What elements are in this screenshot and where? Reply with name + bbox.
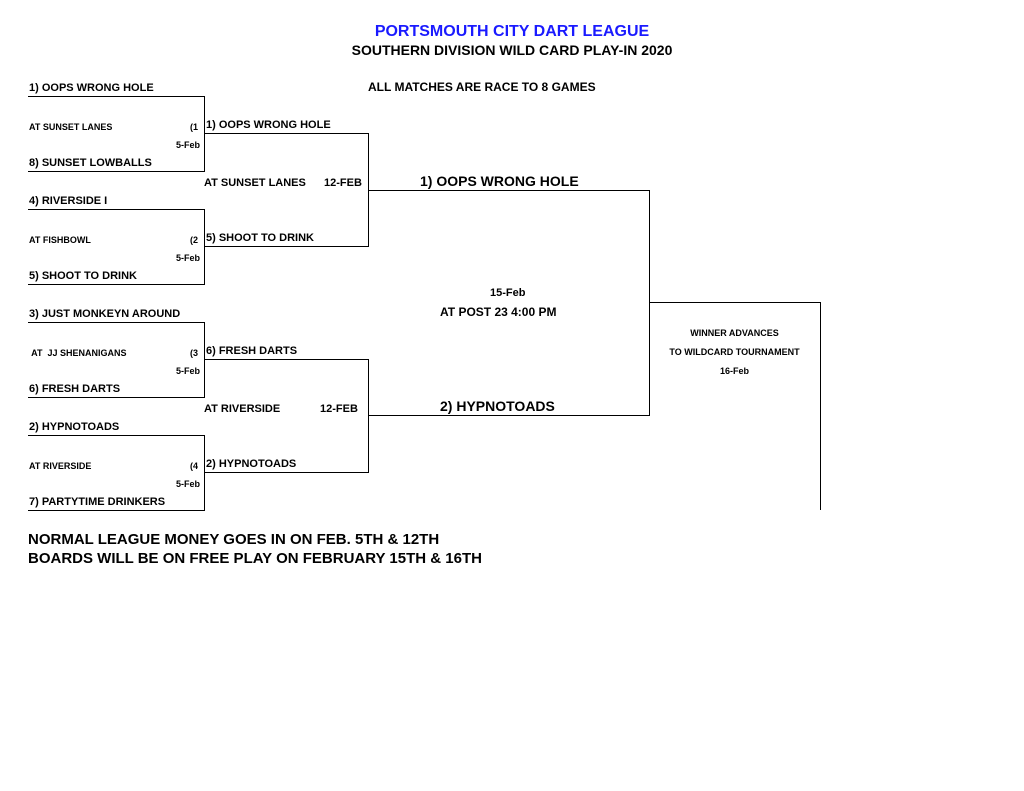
match-venue: AT SUNSET LANES — [29, 122, 113, 132]
match-venue: AT FISHBOWL — [29, 235, 91, 245]
bracket-subtitle: SOUTHERN DIVISION WILD CARD PLAY-IN 2020 — [351, 42, 673, 58]
team-slot: 7) PARTYTIME DRINKERS — [29, 496, 166, 508]
team-slot: 5) SHOOT TO DRINK — [29, 270, 137, 282]
match-date: 5-Feb — [176, 479, 201, 489]
game-number: (3 — [190, 348, 199, 358]
team-slot: 2) HYPNOTOADS — [29, 421, 120, 433]
match-rule: ALL MATCHES ARE RACE TO 8 GAMES — [368, 80, 596, 94]
match-date: 5-Feb — [176, 366, 201, 376]
team-slot: 8) SUNSET LOWBALLS — [29, 157, 152, 169]
match-date: 12-FEB — [324, 177, 362, 189]
team-slot: 2) HYPNOTOADS — [206, 458, 297, 470]
team-slot: 1) OOPS WRONG HOLE — [420, 173, 579, 189]
winner-line-1: WINNER ADVANCES — [690, 328, 779, 338]
team-slot: 2) HYPNOTOADS — [440, 398, 555, 414]
team-slot: 4) RIVERSIDE I — [29, 195, 108, 207]
game-number: (2 — [190, 235, 199, 245]
match-date: 12-FEB — [320, 403, 358, 415]
game-number: (4 — [190, 461, 199, 471]
team-slot: 6) FRESH DARTS — [29, 383, 121, 395]
winner-date: 16-Feb — [719, 366, 749, 376]
match-venue: AT JJ SHENANIGANS — [29, 348, 127, 358]
match-venue: AT SUNSET LANES — [204, 177, 306, 189]
match-date: 15-Feb — [490, 287, 526, 299]
match-venue: AT RIVERSIDE — [204, 403, 281, 415]
team-slot: 5) SHOOT TO DRINK — [206, 232, 314, 244]
team-slot: 1) OOPS WRONG HOLE — [29, 82, 154, 94]
game-number: (1 — [190, 122, 199, 132]
footer-note-1: NORMAL LEAGUE MONEY GOES IN ON FEB. 5TH … — [28, 531, 440, 548]
match-venue: AT RIVERSIDE — [29, 461, 92, 471]
match-date: 5-Feb — [176, 253, 201, 263]
match-date: 5-Feb — [176, 140, 201, 150]
match-venue: AT POST 23 4:00 PM — [440, 305, 557, 319]
winner-line-2: TO WILDCARD TOURNAMENT — [669, 347, 800, 357]
league-title: PORTSMOUTH CITY DART LEAGUE — [374, 23, 650, 40]
footer-note-2: BOARDS WILL BE ON FREE PLAY ON FEBRUARY … — [28, 550, 482, 567]
team-slot: 1) OOPS WRONG HOLE — [206, 119, 331, 131]
team-slot: 6) FRESH DARTS — [206, 345, 298, 357]
team-slot: 3) JUST MONKEYN AROUND — [29, 308, 181, 320]
